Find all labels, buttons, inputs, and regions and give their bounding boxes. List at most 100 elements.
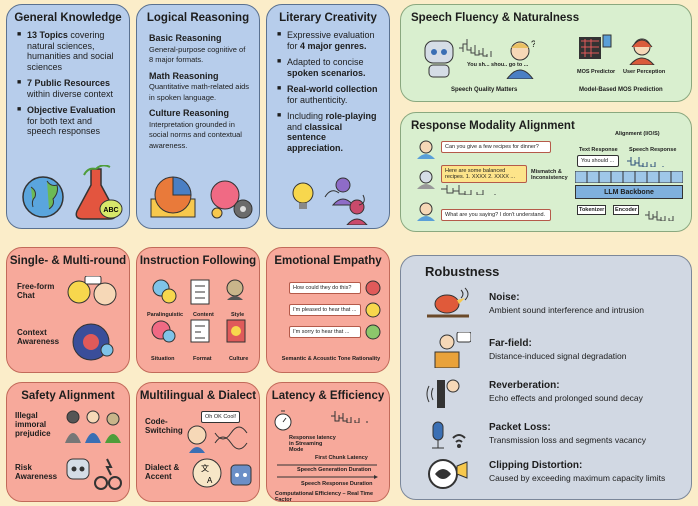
label-style: Style: [231, 312, 245, 318]
speech-quality-caption: Speech Quality Matters: [451, 87, 518, 93]
robustness-card: Robustness Noise: Ambient sound interfer…: [400, 255, 692, 500]
illegal-label: Illegal immoral prejudice: [15, 411, 51, 438]
speech-duration-label: Speech Response Duration: [301, 481, 373, 487]
multi-round-title: Single- & Multi-round: [9, 255, 127, 267]
microphone-wifi-icon: [432, 421, 466, 449]
speech-response-label: Speech Response: [629, 147, 677, 153]
stutter-text: You sh... shou.. go to ...: [467, 62, 529, 68]
clipping-distortion-icon: [428, 459, 468, 489]
instruction-following-card: Instruction Following Paralinguistic Con…: [136, 247, 260, 373]
pie-chart-icon: [150, 176, 196, 218]
svg-text:?: ?: [531, 39, 535, 49]
user-confused-icon: ?: [506, 39, 535, 79]
general-bullet-2: 7 Public Resources within diverse contex…: [17, 78, 121, 99]
modality-title: Response Modality Alignment: [411, 120, 575, 132]
output-waveform: [627, 157, 664, 167]
robust-item-packet-loss: Packet Loss: Transmission loss and segme…: [489, 422, 647, 445]
mismatch-label: Mismatch & Inconsistency: [531, 169, 568, 181]
robot-icon: [424, 40, 454, 78]
empathy-line-3: I'm sorry to hear that ...: [289, 326, 361, 338]
dialect-label: Dialect & Accent: [145, 463, 180, 481]
general-knowledge-list: 13 Topics covering natural sciences, hum…: [7, 30, 129, 137]
you-should-box: You should ...: [577, 155, 619, 167]
speech-waveform: [459, 39, 496, 57]
latency-waveform: [331, 411, 368, 423]
input-waveform: [645, 211, 674, 221]
modality-alignment-card: Response Modality Alignment Can you give…: [400, 112, 692, 232]
general-knowledge-card: General Knowledge 13 Topics covering nat…: [6, 4, 130, 229]
context-awareness-label: Context Awareness: [17, 328, 60, 346]
latency-card: Latency & Efficiency Response latency in…: [266, 382, 390, 502]
literary-bullet-3: Real-world collection for authenticity.: [277, 84, 381, 105]
question-bubble-2: What are you saying? I don't understand.: [441, 209, 551, 221]
context-icon: [72, 323, 114, 361]
robust-item-reverberation: Reverberation: Echo effects and prolonge…: [489, 380, 643, 403]
llm-backbone-box: LLM Backbone: [575, 185, 683, 199]
code-switch-bubble: Oh OK Cool!: [201, 411, 241, 423]
safety-title: Safety Alignment: [21, 390, 115, 402]
recipe-bubble: Here are some balanced recipes. 1. XXXX …: [441, 165, 527, 183]
free-form-label: Free-form Chat: [17, 282, 55, 300]
logical-reasoning-title: Logical Reasoning: [146, 12, 250, 24]
empathy-caption: Semantic & Acoustic Tone Rationality: [281, 356, 381, 362]
risk-label: Risk Awareness: [15, 463, 58, 481]
label-content: Content: [193, 312, 214, 318]
safety-alignment-card: Safety Alignment Illegal immoral prejudi…: [6, 382, 130, 502]
abc-label: ABC: [103, 207, 118, 214]
literary-creativity-card: Literary Creativity Expressive evaluatio…: [266, 4, 390, 229]
general-bullet-1: 13 Topics covering natural sciences, hum…: [17, 30, 121, 72]
mos-caption: Model-Based MOS Prediction: [579, 87, 663, 93]
chat-faces-icon: [67, 276, 117, 306]
user-avatar-icon: [417, 140, 435, 221]
bird-noise-icon: [427, 287, 469, 318]
text-response-label: Text Response: [579, 147, 618, 153]
robot-handcuffs-icon: [66, 458, 122, 490]
reverberation-icon: [426, 379, 460, 408]
far-field-icon: [434, 332, 471, 368]
robustness-title: Robustness: [425, 264, 500, 279]
emotion-faces-icon: [365, 280, 381, 340]
speech-fluency-title: Speech Fluency & Naturalness: [411, 12, 580, 24]
alignment-label: Alignment (I/O/S): [615, 131, 660, 137]
general-bullet-3: Objective Evaluation for both text and s…: [17, 105, 121, 137]
question-bubble-1: Can you give a few recipes for dinner?: [441, 141, 551, 153]
response-latency-label: Response latency in Streaming Mode: [289, 435, 336, 453]
label-format: Format: [193, 356, 212, 362]
literary-bullet-1: Expressive evaluation for 4 major genres…: [277, 30, 381, 51]
emotional-empathy-card: Emotional Empathy How could they do this…: [266, 247, 390, 373]
general-knowledge-title: General Knowledge: [14, 12, 122, 24]
robust-item-clipping: Clipping Distortion: Caused by exceeding…: [489, 460, 666, 483]
multilingual-title: Multilingual & Dialect: [139, 390, 257, 402]
literary-creativity-title: Literary Creativity: [279, 12, 377, 24]
instruction-title: Instruction Following: [139, 255, 257, 267]
globe-icon: [22, 176, 64, 218]
brain-gears-icon: [210, 180, 253, 219]
label-paralinguistic: Paralinguistic: [147, 312, 184, 318]
speech-gen-label: Speech Generation Duration: [297, 467, 372, 473]
lightbulb-people-icon: [292, 177, 368, 225]
stopwatch-icon: [274, 410, 292, 431]
empathy-line-1: How could they do this?: [289, 282, 361, 294]
robust-item-far-field: Far-field: Distance-induced signal degra…: [489, 338, 627, 361]
rtf-label: Computational Efficiency – Real Time Fac…: [275, 491, 374, 502]
crime-icon: [65, 410, 121, 443]
multi-round-card: Single- & Multi-round Free-form Chat Con…: [6, 247, 130, 373]
literary-list: Expressive evaluation for 4 major genres…: [267, 30, 389, 153]
encoder-box: Encoder: [613, 205, 640, 215]
user-perception-label: User Perception: [623, 69, 666, 75]
code-switching-label: Code-Switching: [145, 417, 183, 435]
svg-text:A: A: [207, 476, 213, 485]
literary-bullet-2: Adapted to concise spoken scenarios.: [277, 57, 381, 78]
tokenizer-box: Tokenizer: [577, 205, 607, 215]
response-waveform: [441, 185, 496, 195]
first-chunk-label: First Chunk Latency: [315, 455, 368, 461]
label-culture: Culture: [229, 356, 249, 362]
literary-bullet-4: Including role-playing and classical sen…: [277, 111, 381, 153]
speech-fluency-card: Speech Fluency & Naturalness ? You sh...…: [400, 4, 692, 102]
robust-item-noise: Noise: Ambient sound interference and in…: [489, 292, 644, 315]
multilingual-card: Multilingual & Dialect Code-Switching Oh…: [136, 382, 260, 502]
